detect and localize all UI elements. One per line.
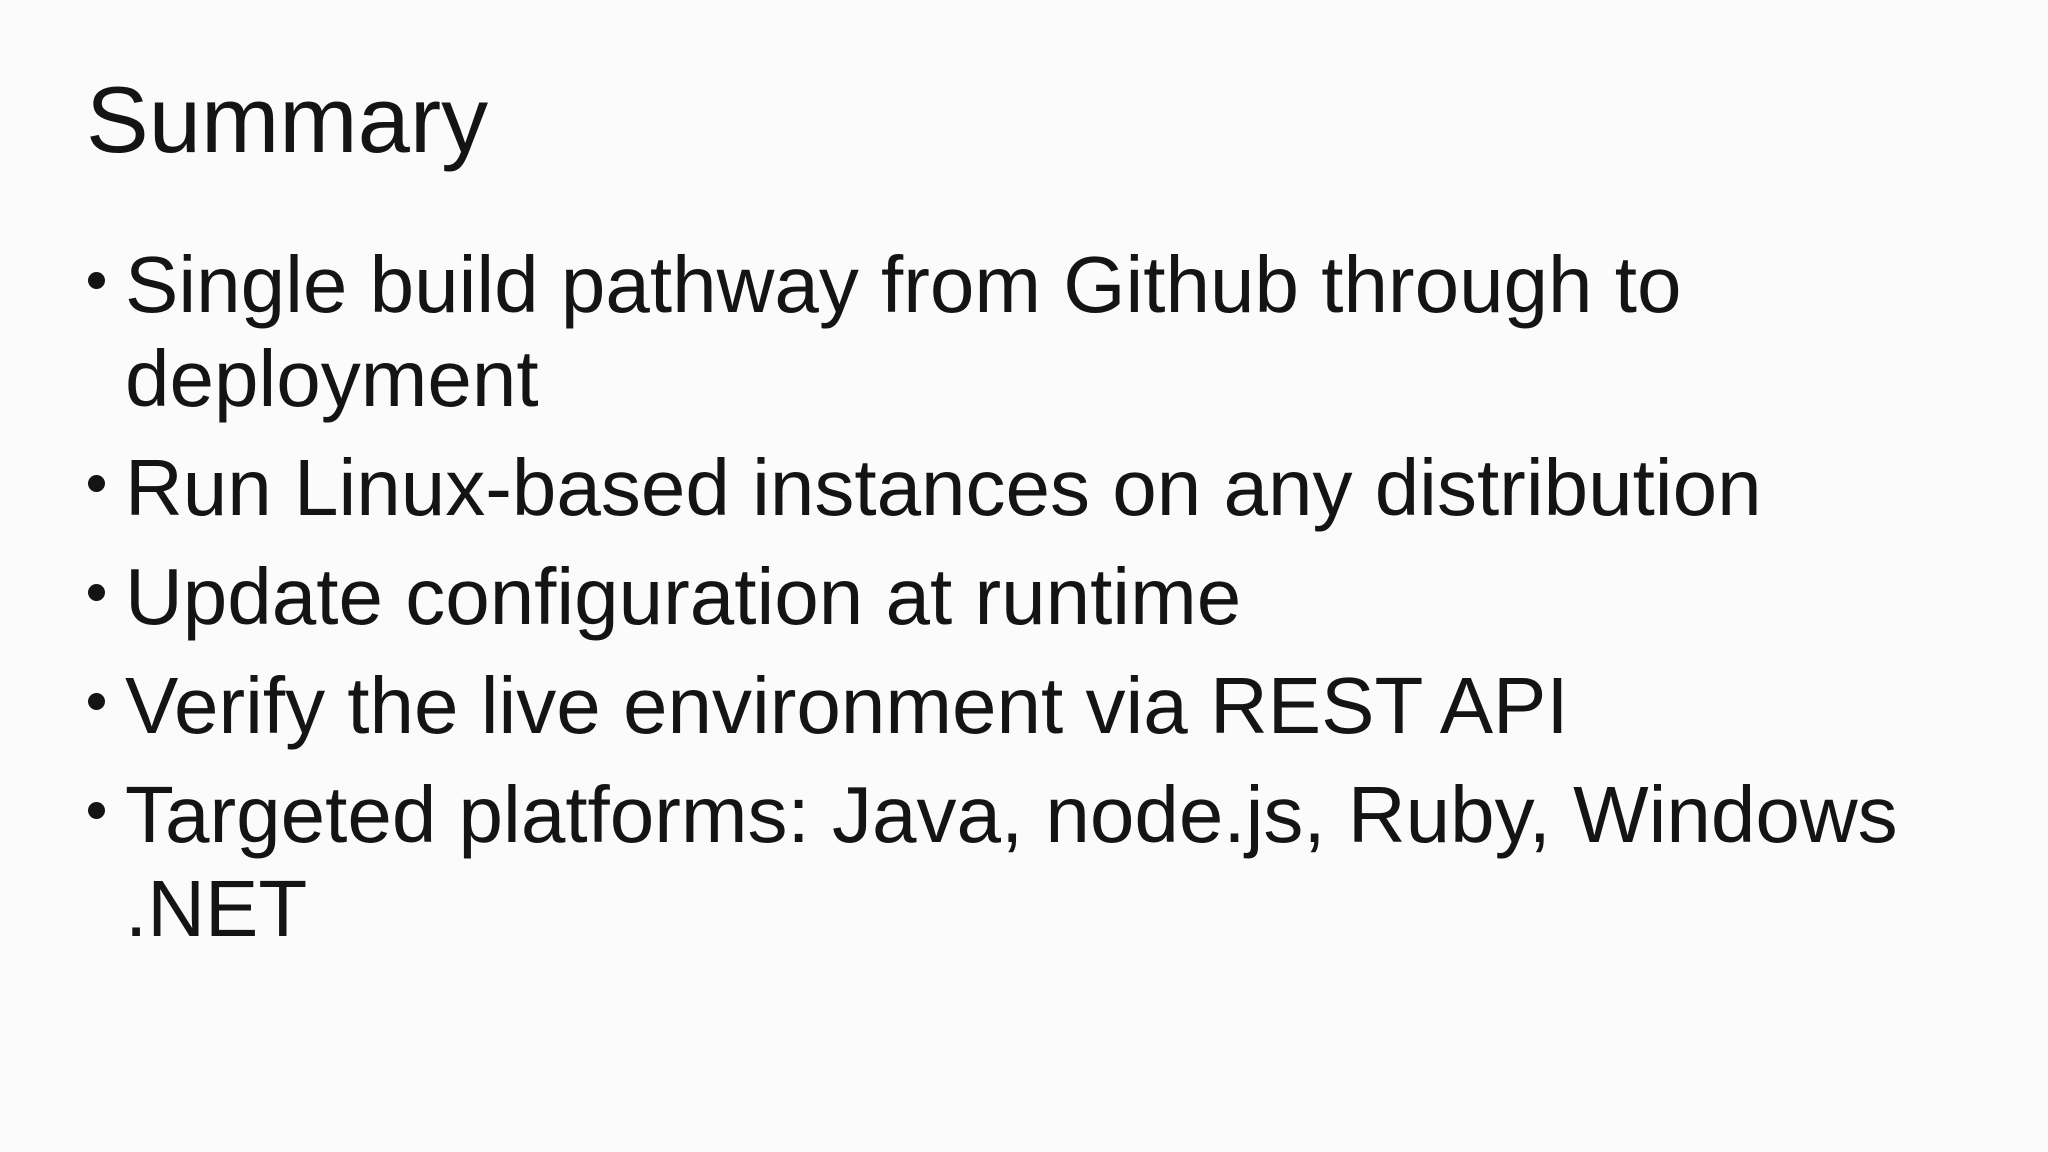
bullet-item: Update configuration at runtime (86, 550, 1988, 644)
bullet-list: Single build pathway from Github through… (86, 238, 1988, 956)
bullet-item: Run Linux-based instances on any distrib… (86, 441, 1988, 535)
bullet-item: Verify the live environment via REST API (86, 659, 1988, 753)
bullet-item: Single build pathway from Github through… (86, 238, 1988, 426)
slide-title: Summary (86, 67, 489, 172)
bullet-item: Targeted platforms: Java, node.js, Ruby,… (86, 768, 1988, 956)
